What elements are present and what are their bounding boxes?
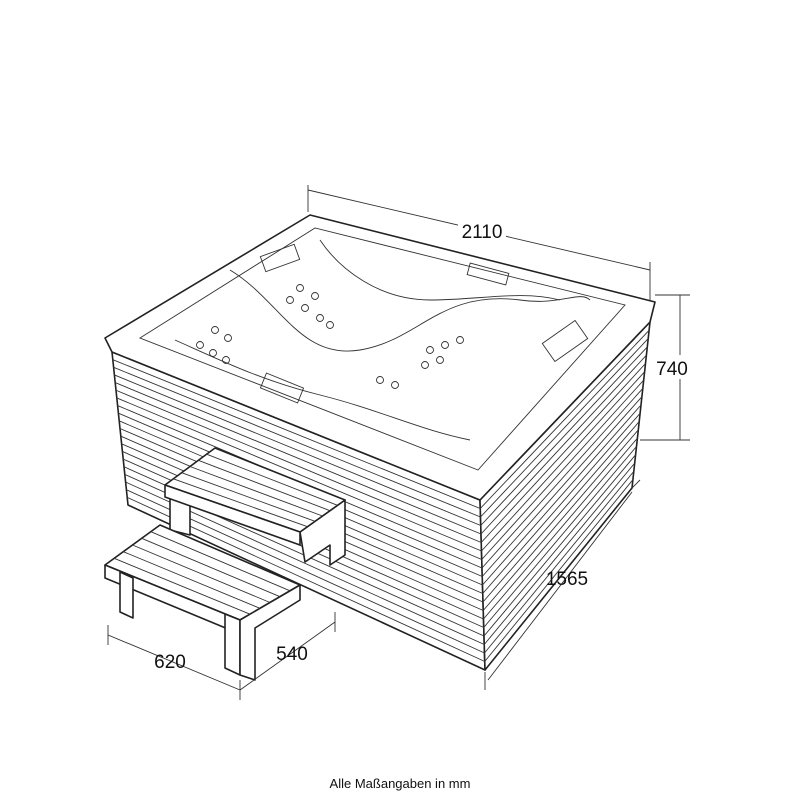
step-depth-label: 540 (276, 644, 308, 665)
basin-outline (139, 227, 626, 471)
jet-nozzle (196, 341, 204, 349)
jet-nozzle (456, 336, 464, 344)
headrest (541, 319, 589, 363)
headrest (259, 243, 301, 273)
jet-nozzle (316, 314, 324, 322)
jet-nozzle (421, 361, 429, 369)
jet-nozzle (441, 341, 449, 349)
jet-nozzle (286, 296, 294, 304)
basin-contour (319, 239, 561, 301)
handle (259, 372, 305, 404)
jet-nozzle (326, 321, 334, 329)
jet-nozzle (224, 334, 232, 342)
jet-nozzle (209, 349, 217, 357)
jet-nozzle (296, 284, 304, 292)
jet-nozzle (391, 381, 399, 389)
basin-contour (229, 269, 591, 352)
jet-nozzle (376, 376, 384, 384)
caption: Alle Maßangaben in mm (329, 776, 471, 791)
jets (196, 284, 464, 389)
jet-nozzle (301, 304, 309, 312)
jet-nozzle (426, 346, 434, 354)
width-label: 2110 (462, 222, 503, 243)
step-width-label: 620 (154, 652, 186, 673)
basin-contour (174, 339, 471, 441)
dimension-lines (107, 185, 690, 700)
tub-rim (104, 214, 656, 501)
handle (466, 262, 510, 286)
tub-body (104, 214, 656, 671)
jet-nozzle (211, 326, 219, 334)
step-stool (104, 447, 346, 681)
depth-label: 1565 (546, 569, 588, 590)
jet-nozzle (436, 356, 444, 364)
jet-nozzle (311, 292, 319, 300)
height-label: 740 (656, 359, 688, 380)
jet-nozzle (222, 356, 230, 364)
